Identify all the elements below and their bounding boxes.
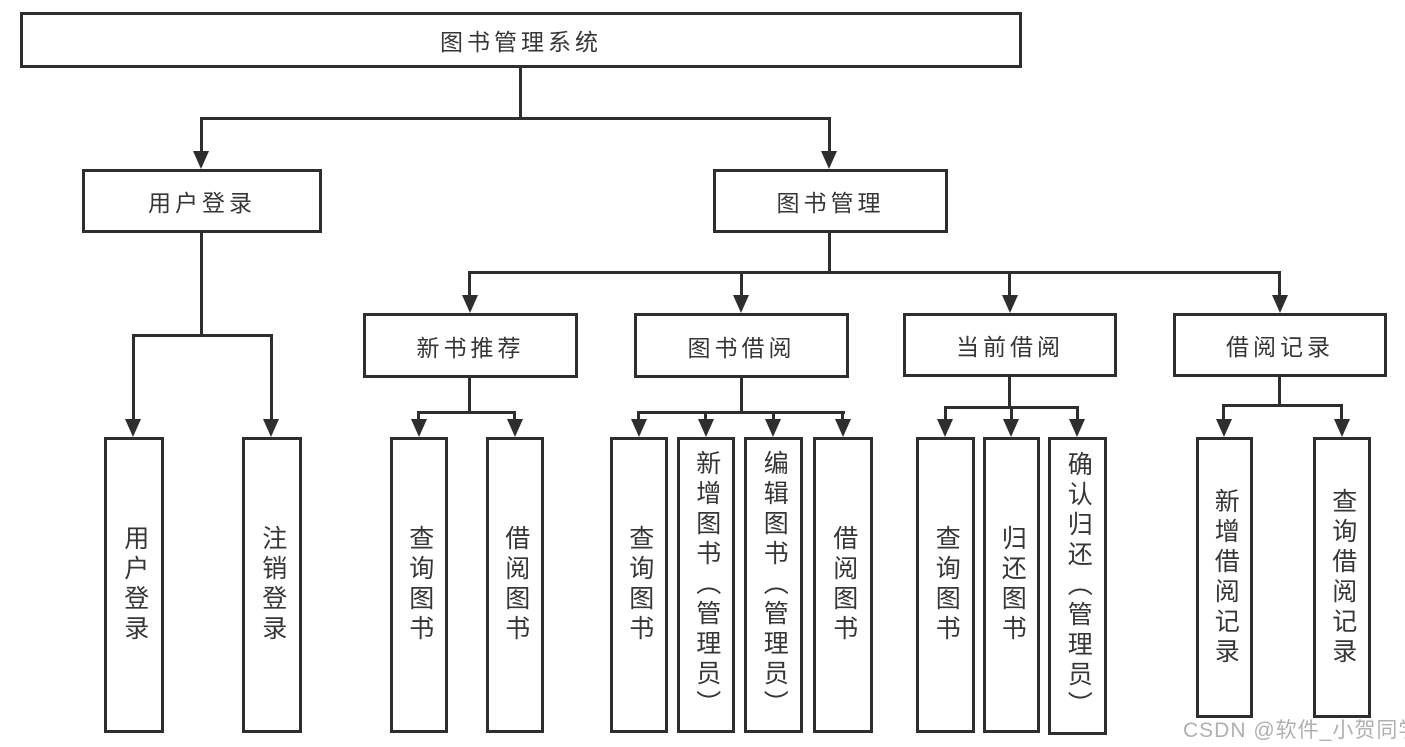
connector-g2-stem-2	[513, 412, 516, 420]
connector-l3-stem-2	[740, 272, 743, 298]
node-leaf-user-login: 用户登录	[104, 437, 164, 733]
arrowhead-g5-query-record	[1334, 419, 1350, 437]
node-leaf-query-books-3: 查询图书	[916, 437, 975, 733]
node-leaf-confirm-return-admin: 确认归还（管理员）	[1048, 437, 1107, 735]
connector-l3-hline	[468, 271, 1281, 274]
connector-l3-stem-4	[1278, 272, 1281, 298]
arrowhead-current-borrow	[1002, 295, 1018, 313]
arrowhead-book-borrow	[733, 295, 749, 313]
node-leaf-borrow-books-2: 借阅图书	[813, 437, 873, 733]
node-leaf-add-book-admin: 新增图书（管理员）	[677, 437, 735, 733]
connector-g4-stem-3	[1076, 407, 1079, 420]
node-current-borrow: 当前借阅	[903, 313, 1117, 377]
node-book-borrow: 图书借阅	[634, 313, 849, 378]
connector-g1-stem-2	[270, 335, 273, 420]
node-leaf-borrow-books-1: 借阅图书	[486, 437, 544, 733]
node-leaf-logout: 注销登录	[242, 437, 302, 733]
node-borrow-records: 借阅记录	[1173, 313, 1387, 377]
node-leaf-query-books-1: 查询图书	[390, 437, 448, 733]
connector-g4-stem-1	[944, 407, 947, 420]
connector-g3-stem-4	[841, 412, 844, 420]
node-new-book-recommend: 新书推荐	[363, 313, 578, 378]
node-leaf-query-borrow-record: 查询借阅记录	[1313, 437, 1371, 718]
connector-user-login-vline	[200, 233, 203, 335]
node-leaf-query-books-2: 查询图书	[610, 437, 668, 733]
connector-root-vline	[519, 68, 522, 118]
connector-g3-hline	[637, 411, 845, 414]
node-leaf-add-borrow-record: 新增借阅记录	[1196, 437, 1253, 718]
arrowhead-book-management	[821, 151, 837, 169]
arrowhead-g3-query-books	[631, 419, 647, 437]
arrowhead-leaf-user-login	[125, 419, 141, 437]
csdn-watermark: CSDN @软件_小贺同学	[1183, 719, 1405, 742]
connector-l3-stem-3	[1008, 272, 1011, 298]
arrowhead-borrow-records	[1272, 295, 1288, 313]
connector-g5-stem-2	[1340, 405, 1343, 420]
connector-g3-stem-3	[772, 412, 775, 420]
connector-borrow-records-vline	[1278, 377, 1281, 407]
connector-l3-stem-1	[468, 272, 471, 298]
connector-g4-stem-2	[1010, 407, 1013, 420]
connector-book-borrow-vline	[740, 378, 743, 414]
connector-g3-stem-2	[704, 412, 707, 420]
connector-g5-stem-1	[1222, 405, 1225, 420]
arrowhead-g2-query-books	[411, 419, 427, 437]
node-book-management: 图书管理	[713, 169, 948, 233]
connector-g2-hline	[417, 411, 516, 414]
node-leaf-return-books: 归还图书	[983, 437, 1040, 733]
node-library-system: 图书管理系统	[20, 12, 1022, 68]
arrowhead-leaf-logout	[263, 419, 279, 437]
arrowhead-g4-query-books	[937, 419, 953, 437]
arrowhead-g3-edit-book	[765, 419, 781, 437]
connector-l2-stem-right	[828, 118, 831, 153]
connector-new-book-vline	[468, 378, 471, 414]
connector-g2-stem-1	[417, 412, 420, 420]
connector-g1-hline	[132, 334, 273, 337]
node-user-login: 用户登录	[82, 169, 322, 233]
connector-current-borrow-vline	[1008, 377, 1011, 409]
arrowhead-g3-add-book	[698, 419, 714, 437]
connector-g3-stem-1	[637, 412, 640, 420]
arrowhead-user-login	[193, 151, 209, 169]
arrowhead-g4-return-books	[1003, 419, 1019, 437]
arrowhead-g4-confirm-return	[1069, 419, 1085, 437]
arrowhead-new-book	[462, 295, 478, 313]
arrowhead-g5-add-record	[1216, 419, 1232, 437]
connector-g1-stem-1	[132, 335, 135, 420]
arrowhead-g2-borrow-books	[507, 419, 523, 437]
connector-l2-hline	[200, 117, 831, 120]
connector-g5-hline	[1222, 404, 1343, 407]
node-leaf-edit-book-admin: 编辑图书（管理员）	[744, 437, 803, 733]
connector-book-management-vline	[828, 233, 831, 274]
connector-l2-stem-left	[200, 118, 203, 153]
arrowhead-g3-borrow-books	[835, 419, 851, 437]
